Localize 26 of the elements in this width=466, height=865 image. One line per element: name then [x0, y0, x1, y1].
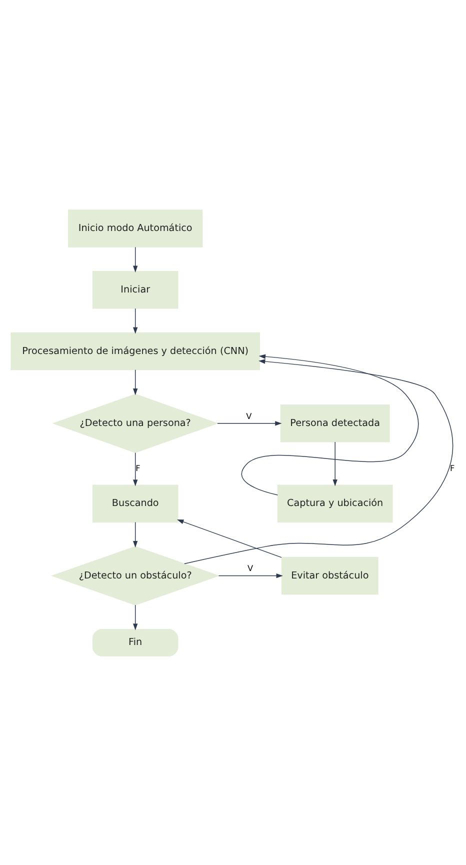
node-box: Evitar obstáculo: [281, 556, 378, 594]
edge-label: V: [248, 562, 254, 573]
arrow: [332, 441, 338, 486]
node-box: Fin: [92, 628, 178, 656]
node-box: Captura y ubicación: [277, 484, 393, 522]
edge-label: F: [450, 462, 455, 472]
edge-label: V: [246, 410, 252, 420]
arrow: [133, 452, 138, 486]
arrow: [241, 354, 419, 495]
node-box: Iniciar: [92, 270, 178, 308]
arrow: [133, 521, 138, 548]
node-box: Persona detectada: [280, 404, 390, 442]
node-box: Inicio modo Automático: [68, 209, 203, 247]
node-diamond: ¿Detecto una persona?: [52, 393, 218, 452]
arrow: [133, 308, 138, 334]
arrow: [184, 358, 453, 564]
node-diamond: ¿Detecto un obstáculo?: [50, 546, 220, 605]
node-box: Procesamiento de imágenes y detección (CNN): [10, 332, 260, 370]
arrow: [133, 604, 138, 630]
arrow: [217, 420, 282, 426]
arrow: [133, 246, 138, 272]
arrow: [177, 519, 282, 558]
arrow: [218, 572, 283, 578]
arrow: [133, 368, 138, 395]
node-box: Buscando: [92, 484, 178, 522]
edge-label: F: [136, 462, 140, 472]
